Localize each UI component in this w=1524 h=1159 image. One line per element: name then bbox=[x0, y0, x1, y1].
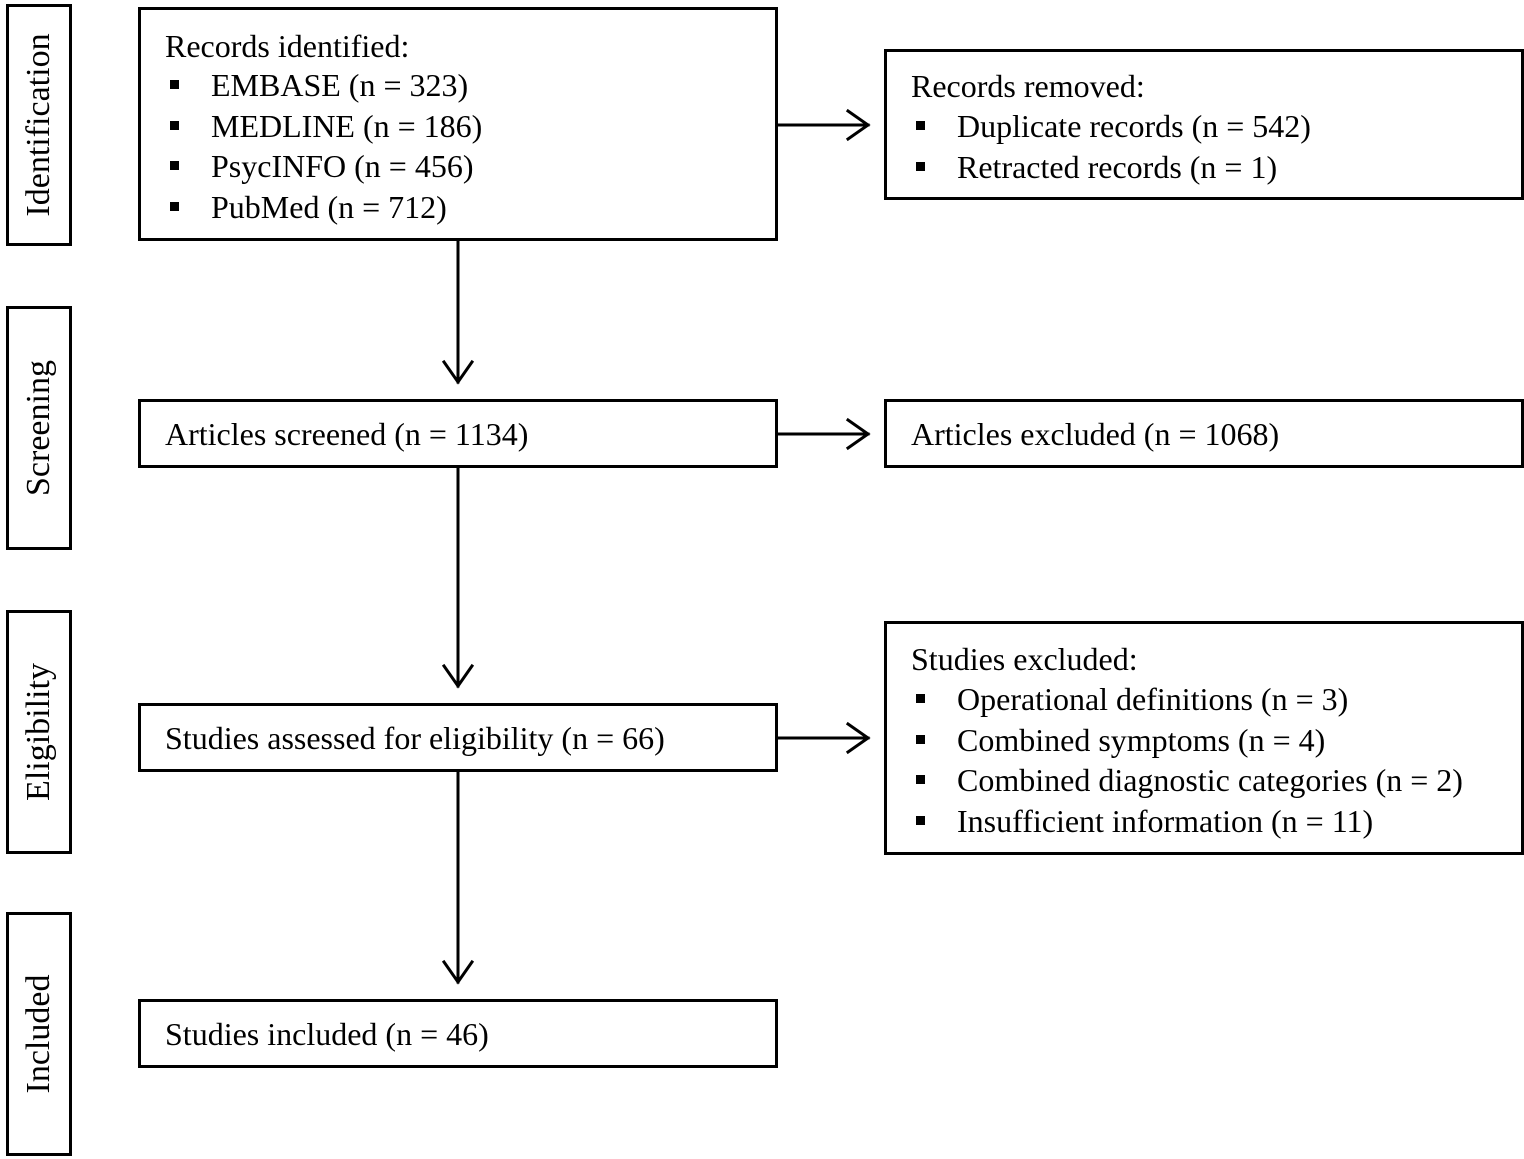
list-item: Operational definitions (n = 3) bbox=[911, 679, 1463, 720]
studies-assessed-box: Studies assessed for eligibility (n = 66… bbox=[138, 703, 778, 772]
list-item: Combined diagnostic categories (n = 2) bbox=[911, 760, 1463, 801]
records-identified-box: Records identified: EMBASE (n = 323) MED… bbox=[138, 7, 778, 241]
studies-assessed-text: Studies assessed for eligibility (n = 66… bbox=[165, 719, 665, 756]
articles-excluded-box: Articles excluded (n = 1068) bbox=[884, 399, 1524, 468]
list-item: Retracted records (n = 1) bbox=[911, 147, 1311, 188]
list-item: Combined symptoms (n = 4) bbox=[911, 720, 1463, 761]
bullet-icon bbox=[916, 775, 925, 784]
bullet-icon bbox=[916, 815, 925, 825]
combined-symptoms: Combined symptoms (n = 4) bbox=[957, 721, 1326, 758]
bullet-icon bbox=[916, 121, 925, 130]
arrow-head-right-icon bbox=[845, 721, 871, 755]
list-item: EMBASE (n = 323) bbox=[165, 65, 482, 106]
bullet-icon bbox=[170, 120, 179, 130]
studies-excluded-box: Studies excluded: Operational definition… bbox=[884, 621, 1524, 855]
articles-screened-text: Articles screened (n = 1134) bbox=[165, 415, 529, 452]
stage-identification: Identification bbox=[6, 4, 72, 246]
arrow-head-down-icon bbox=[441, 959, 475, 985]
duplicate-records: Duplicate records (n = 542) bbox=[957, 108, 1311, 144]
source-embase: EMBASE (n = 323) bbox=[211, 67, 469, 103]
bullet-icon bbox=[170, 201, 179, 211]
records-identified-title: Records identified: bbox=[165, 28, 410, 64]
arrow-head-right-icon bbox=[845, 417, 871, 451]
records-removed-title: Records removed: bbox=[911, 68, 1145, 104]
list-item: PubMed (n = 712) bbox=[165, 187, 482, 228]
articles-excluded-text: Articles excluded (n = 1068) bbox=[911, 415, 1280, 452]
source-medline: MEDLINE (n = 186) bbox=[211, 107, 483, 144]
bullet-icon bbox=[916, 161, 925, 171]
records-identified-list: EMBASE (n = 323) MEDLINE (n = 186) PsycI… bbox=[165, 65, 482, 227]
source-pubmed: PubMed (n = 712) bbox=[211, 188, 447, 225]
list-item: Insufficient information (n = 11) bbox=[911, 801, 1463, 842]
records-removed-box: Records removed: Duplicate records (n = … bbox=[884, 49, 1524, 200]
stage-eligibility: Eligibility bbox=[6, 610, 72, 854]
retracted-records: Retracted records (n = 1) bbox=[957, 148, 1278, 185]
stage-included: Included bbox=[6, 912, 72, 1156]
articles-screened-box: Articles screened (n = 1134) bbox=[138, 399, 778, 468]
studies-excluded-title: Studies excluded: bbox=[911, 641, 1138, 677]
list-item: Duplicate records (n = 542) bbox=[911, 106, 1311, 147]
studies-included-box: Studies included (n = 46) bbox=[138, 999, 778, 1068]
arrow-head-right-icon bbox=[845, 108, 871, 142]
bullet-icon bbox=[170, 80, 179, 89]
studies-excluded-list: Operational definitions (n = 3) Combined… bbox=[911, 679, 1463, 841]
list-item: PsycINFO (n = 456) bbox=[165, 146, 482, 187]
list-item: MEDLINE (n = 186) bbox=[165, 106, 482, 147]
records-removed-list: Duplicate records (n = 542) Retracted re… bbox=[911, 106, 1311, 187]
bullet-icon bbox=[170, 161, 179, 170]
insufficient-information: Insufficient information (n = 11) bbox=[957, 802, 1374, 839]
arrow-head-down-icon bbox=[441, 663, 475, 689]
bullet-icon bbox=[916, 694, 925, 703]
arrow-head-down-icon bbox=[441, 359, 475, 385]
operational-definitions: Operational definitions (n = 3) bbox=[957, 681, 1349, 717]
studies-included-text: Studies included (n = 46) bbox=[165, 1015, 489, 1052]
combined-diagnostic-categories: Combined diagnostic categories (n = 2) bbox=[957, 762, 1463, 798]
stage-screening: Screening bbox=[6, 306, 72, 550]
source-psycinfo: PsycINFO (n = 456) bbox=[211, 148, 474, 184]
bullet-icon bbox=[916, 734, 925, 744]
